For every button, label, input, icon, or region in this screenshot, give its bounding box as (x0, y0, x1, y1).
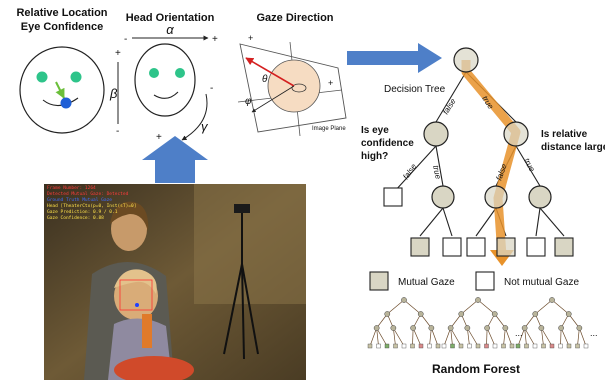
question-eye-confidence-line3: high? (361, 151, 388, 162)
camera-icon (234, 204, 250, 213)
theta-label: θ (262, 74, 268, 85)
edge-label-true: true (522, 157, 537, 174)
forest-tree-thumbnail (367, 297, 441, 349)
photo-illustration (44, 184, 306, 380)
question-eye-confidence-line2: confidence (361, 138, 414, 149)
gamma-rotation-arrow (181, 93, 208, 141)
experiment-photo: Frame Number: 1264 Detected Mutual Gaze:… (44, 184, 306, 380)
beta-minus: - (116, 126, 119, 137)
mouth-1 (42, 97, 79, 107)
question-relative-distance-line2: distance large? (541, 142, 605, 153)
gaze-direction-title: Gaze Direction (256, 12, 333, 24)
forest-tree-thumbnail (515, 297, 589, 349)
legend: Mutual Gaze Not mutual Gaze (369, 271, 579, 291)
gaze-vector-arrow (245, 57, 295, 87)
edge-label-true: true (431, 165, 443, 181)
gaze-plus-top: + (248, 33, 253, 43)
image-plane-label: Image Plane (312, 126, 346, 132)
forest-tree-thumbnail (441, 297, 515, 349)
relative-location-title: Relative Location (16, 7, 107, 19)
eye-left-2 (149, 68, 159, 78)
arrow-to-decision-tree (347, 43, 442, 73)
question-relative-distance-line1: Is relative (541, 129, 588, 140)
tree-node-ll (431, 185, 455, 209)
edge-label-false: false (441, 96, 458, 116)
tree-node-rl (484, 185, 508, 209)
random-forest-title: Random Forest (432, 362, 520, 376)
overlay-line-1: Frame Number: 1264 (47, 186, 96, 191)
gamma-minus: - (210, 83, 213, 94)
random-forest (367, 297, 589, 349)
legend-not-mutual-swatch (475, 271, 495, 291)
eye-right-2 (175, 68, 185, 78)
legend-mutual-label: Mutual Gaze (398, 277, 455, 288)
phi-label: φ (245, 96, 252, 107)
decision-path-highlight (461, 60, 521, 257)
tree-node-right (503, 121, 529, 147)
overlay-line-6: Gaze Confidence: 0.88 (47, 216, 104, 221)
leaf-mutual (496, 237, 516, 257)
alpha-label: α (166, 22, 174, 37)
leaf-not-mutual (466, 237, 486, 257)
arrow-from-photo (142, 136, 208, 183)
overlay-line-3: Ground Truth Mutual Gaze (47, 198, 113, 203)
overlay-line-4: Head [TheaterCtx(p=0, Inst(sT)=0] (47, 204, 137, 209)
image-plane (239, 43, 347, 133)
head-orientation-title: Head Orientation (126, 12, 215, 24)
tree-edges (393, 71, 565, 237)
overlay-line-2: Detected Mutual Gaze: Detected (47, 192, 129, 197)
question-eye-confidence-line1: Is eye (361, 125, 389, 136)
leaf-not-mutual (442, 237, 462, 257)
leaf-not-mutual (526, 237, 546, 257)
alpha-plus: + (212, 34, 218, 45)
leaf-not-mutual (383, 187, 403, 207)
face-outline-2 (134, 43, 196, 117)
tree-node-rr (528, 185, 552, 209)
tree-root-node (453, 47, 479, 73)
decision-tree-title: Decision Tree (384, 84, 446, 95)
forest-ellipsis-2: ... (590, 328, 598, 338)
overlay-line-5: Gaze Prediction: 0.9 / 0.1 (47, 210, 118, 215)
beta-label: β (109, 86, 118, 101)
gaze-direction-panel: Gaze Direction θ φ + + Image Plane (237, 12, 347, 137)
gamma-label: γ (201, 119, 209, 134)
gaze-projection-arrow (251, 85, 295, 113)
forest-ellipsis-1: ... (515, 328, 523, 338)
eye-left-1 (36, 71, 48, 83)
alpha-minus: - (124, 34, 127, 45)
legend-not-mutual-label: Not mutual Gaze (504, 277, 579, 288)
edge-label-false: false (401, 162, 418, 181)
decision-tree: Decision Tree (361, 47, 605, 266)
mouth-2 (153, 91, 179, 99)
gaze-plus-right: + (328, 78, 333, 88)
eye-right-1 (70, 71, 82, 83)
relative-location-panel: Relative Location Eye Confidence (16, 7, 108, 134)
leaf-mutual (410, 237, 430, 257)
gaze-eye-detail (291, 83, 307, 93)
tree-node-left (423, 121, 449, 147)
legend-mutual-swatch (369, 271, 389, 291)
relative-location-arrow (55, 81, 65, 99)
eye-confidence-title: Eye Confidence (21, 21, 104, 33)
leaf-mutual (554, 237, 574, 257)
pupil-blue-dot (60, 97, 72, 109)
face-outline-1 (19, 46, 105, 134)
head-orientation-panel: Head Orientation - α + + β - - γ + (109, 12, 218, 143)
beta-plus: + (115, 48, 121, 59)
gamma-plus: + (156, 132, 162, 143)
